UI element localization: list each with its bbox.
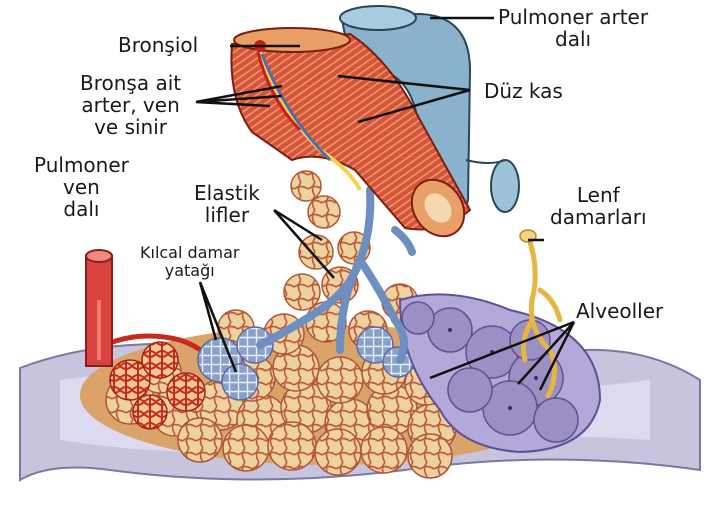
label-alveoller: Alveoller xyxy=(576,300,663,322)
label-elastik-lifler: Elastik lifler xyxy=(194,182,260,226)
label-pulmoner-ven: Pulmoner ven dalı xyxy=(34,154,129,220)
label-kilcal-damar: Kılcal damar yatağı xyxy=(140,244,239,280)
label-bronsa-ait: Bronşa ait arter, ven ve sinir xyxy=(80,72,181,138)
label-bronsiol: Bronşiol xyxy=(118,34,198,56)
pulmonary-vein xyxy=(86,250,112,366)
label-pulmoner-arter: Pulmoner arter dalı xyxy=(498,6,648,50)
label-duz-kas: Düz kas xyxy=(484,80,563,102)
label-lenf-damarlari: Lenf damarları xyxy=(550,184,647,228)
